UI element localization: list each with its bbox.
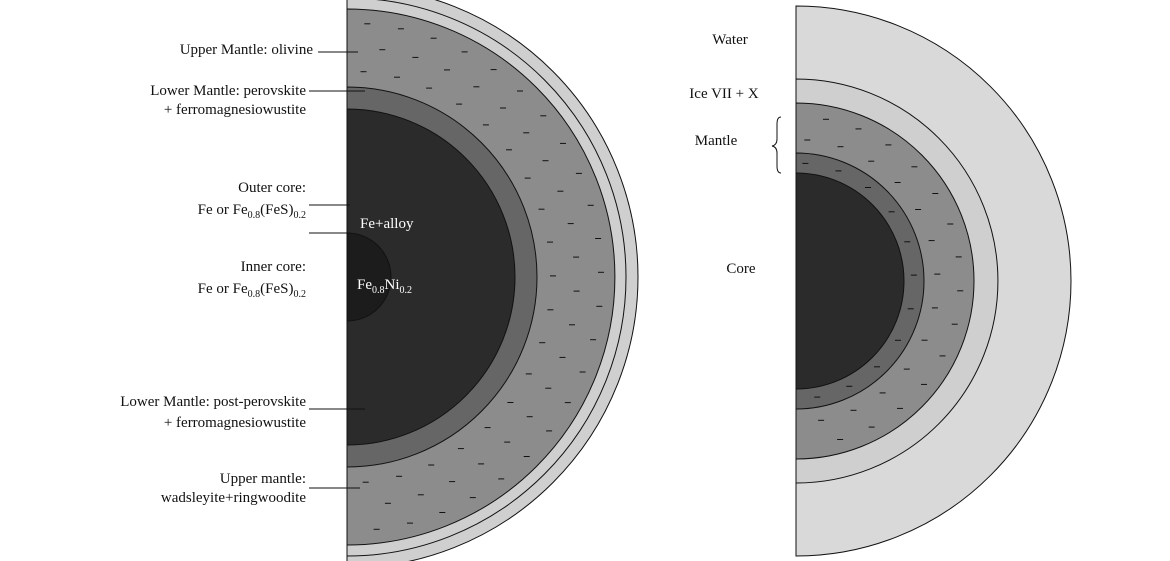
right-core [795, 172, 905, 390]
label-mantle: Mantle [695, 133, 738, 149]
label-lower-mantle-post-perovskite-line2: + ferromagnesiowustite [164, 415, 307, 431]
label-lower-mantle-post-perovskite-line1: Lower Mantle: post-perovskite [120, 394, 306, 410]
right-planet: Water Ice VII + X Mantle Core [689, 5, 1072, 557]
label-outer-core-line1: Outer core: [238, 180, 306, 196]
left-planet: Fe+alloy Fe0.8Ni0.2 Upper Mantle: olivin… [120, 0, 639, 561]
label-water: Water [712, 32, 747, 48]
left-inner-core [346, 232, 392, 322]
right-mantle-outer-dashes [804, 118, 964, 440]
label-upper-mantle-wadsleyite-line2: wadsleyite+ringwoodite [161, 490, 306, 506]
label-lower-mantle-perovskite-line1: Lower Mantle: perovskite [150, 83, 306, 99]
label-core: Core [726, 261, 756, 277]
right-mantle-inner-dashes [802, 162, 917, 398]
label-ice: Ice VII + X [689, 86, 759, 102]
fe-ni-label: Fe0.8Ni0.2 [357, 277, 412, 296]
left-outer-core [346, 108, 516, 446]
label-inner-core-line2: Fe or Fe0.8(FeS)0.2 [198, 281, 306, 300]
label-outer-core-line2: Fe or Fe0.8(FeS)0.2 [198, 202, 306, 221]
label-upper-mantle-olivine: Upper Mantle: olivine [180, 42, 314, 58]
fe-alloy-label: Fe+alloy [360, 216, 414, 232]
left-lower-mantle-dashes [360, 23, 604, 530]
label-upper-mantle-wadsleyite-line1: Upper mantle: [220, 471, 306, 487]
label-inner-core-line1: Inner core: [241, 259, 306, 275]
label-lower-mantle-perovskite-line2: + ferromagnesiowustite [164, 102, 307, 118]
mantle-brace [771, 116, 782, 174]
